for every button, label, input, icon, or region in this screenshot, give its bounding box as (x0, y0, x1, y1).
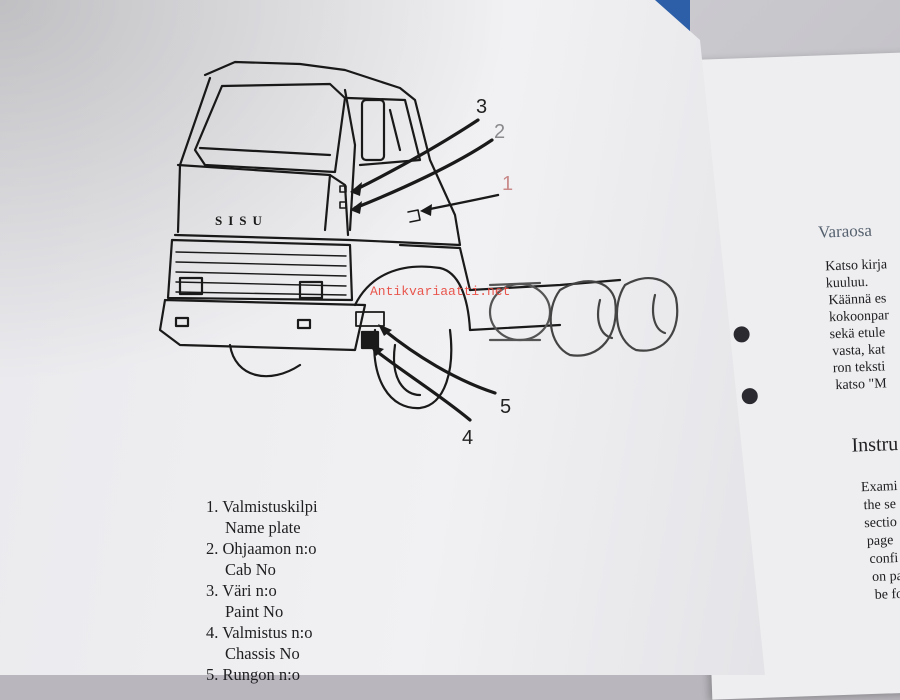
list-item-fi: 2. Ohjaamon n:o (206, 539, 317, 558)
callout-2: 2 (494, 121, 506, 143)
list-item-fi: 1. Valmistuskilpi (206, 497, 318, 516)
mirror (360, 98, 386, 162)
list-item-en: Paint No (225, 602, 284, 621)
callout-1: 1 (502, 173, 514, 195)
grille (166, 238, 354, 302)
parts-list: 1. Valmistuskilpi Name plate 2. Ohjaamon… (206, 496, 318, 685)
truck-illustration: SISU (158, 60, 679, 422)
rear-wheel-1 (549, 280, 617, 357)
plate-4 (355, 311, 385, 327)
main-page (0, 0, 765, 675)
callout-5: 5 (500, 396, 512, 418)
plate-5 (360, 330, 380, 350)
arrow-5 (382, 328, 497, 395)
list-item-en: Name plate (225, 518, 301, 537)
bumper (158, 298, 367, 352)
rear-front-wheel (373, 328, 453, 410)
headlight-left (178, 276, 204, 296)
list-item-fi: 4. Valmistus n:o (206, 623, 313, 642)
headlight-right (298, 280, 324, 300)
windshield (193, 82, 347, 174)
cab-front-edge (176, 76, 212, 234)
arrow-4 (373, 348, 472, 422)
arrow-2 (353, 138, 494, 210)
callout-4: 4 (462, 427, 474, 449)
arrow-3 (353, 118, 480, 192)
list-item-en: Cab No (225, 560, 276, 579)
arrow-1 (423, 193, 500, 212)
list-item-fi: 3. Väri n:o (206, 581, 277, 600)
watermark: Antikvariaatti.net (370, 284, 511, 299)
cab-outline (173, 60, 462, 247)
front-wheel (228, 343, 302, 378)
callout-3: 3 (476, 96, 488, 118)
list-item-en: Chassis No (225, 644, 300, 663)
rear-wheel-2 (615, 277, 679, 352)
truck-badge: SISU (215, 213, 268, 228)
